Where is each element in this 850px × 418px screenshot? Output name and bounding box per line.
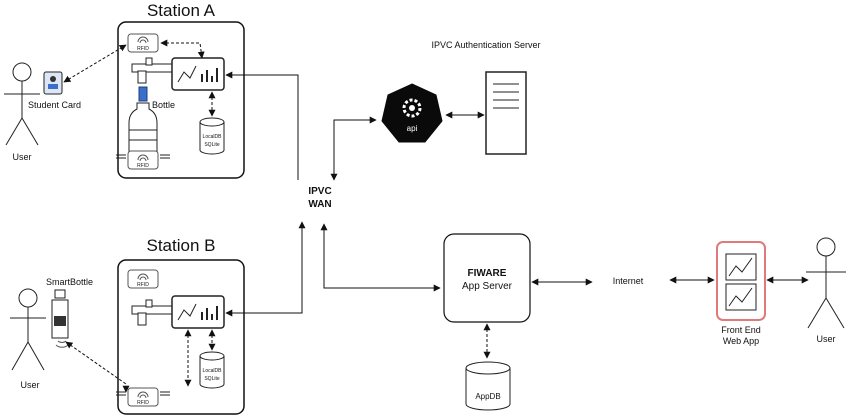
- appdb: AppDB: [465, 361, 511, 411]
- fiware-app-server: FIWARE App Server: [443, 233, 531, 323]
- frontend-label-line1: Front End: [721, 325, 761, 335]
- server-document-icon: [485, 71, 527, 155]
- internet-label: Internet: [613, 276, 644, 286]
- bottle-label: Bottle: [152, 100, 175, 110]
- user-bottom-left-label: User: [20, 380, 39, 390]
- auth-server: IPVC Authentication Server api: [381, 40, 541, 155]
- station-a-rfid-reader-top: RFID: [127, 33, 159, 53]
- station-a-rfid-label-top: RFID: [137, 46, 149, 52]
- student-card-icon: [43, 71, 63, 95]
- station-a-title: Station A: [147, 1, 216, 20]
- frontend-web-app: Front End Web App: [716, 241, 766, 346]
- bottle-icon: [128, 86, 158, 156]
- gear-icon: [402, 98, 422, 118]
- wan-label-line1: IPVC: [308, 186, 331, 197]
- station-a-monitor-icon: [171, 57, 225, 91]
- auth-server-title: IPVC Authentication Server: [431, 40, 540, 50]
- ipvc-wan: IPVC WAN: [308, 186, 331, 210]
- frontend-label-line2: Web App: [723, 336, 759, 346]
- station-b-db-label-1: LocalDB: [203, 368, 223, 374]
- smartbottle-rfid-link: [65, 341, 130, 393]
- user-bottom-left: User SmartBottle: [10, 277, 130, 393]
- station-a-localdb-icon: [199, 117, 225, 155]
- fiware-label-line1: FIWARE: [468, 268, 507, 279]
- user-figure-icon: [4, 62, 40, 146]
- station-b-rfid-label-bottom: RFID: [137, 400, 149, 406]
- appdb-label: AppDB: [475, 392, 500, 401]
- station-a: Station A RFID: [116, 1, 245, 179]
- user-right-label: User: [816, 334, 835, 344]
- station-a-wan-link: [225, 71, 299, 180]
- user-figure-icon: [806, 237, 846, 329]
- wan-fiware-link: [320, 223, 441, 292]
- database-icon: [465, 361, 511, 411]
- station-b-monitor-icon: [171, 295, 225, 329]
- station-b-title: Station B: [147, 236, 216, 255]
- card-rfid-link: [63, 44, 127, 83]
- smartbottle-label: SmartBottle: [46, 277, 93, 287]
- station-a-rfid-reader-bottom: RFID: [116, 150, 170, 170]
- fiware-label-line2: App Server: [462, 281, 513, 292]
- station-a-faucet-icon: [131, 57, 173, 84]
- station-b-rfid-label-top: RFID: [137, 282, 149, 288]
- user-figure-icon: [10, 288, 46, 371]
- station-b-wan-link: [225, 221, 306, 317]
- api-heptagon: [381, 83, 443, 143]
- student-card-label: Student Card: [28, 100, 81, 110]
- station-b-db-label-2: SQLite: [204, 376, 220, 382]
- user-top-left-label: User: [12, 152, 31, 162]
- station-b-rfid-reader-top: RFID: [127, 269, 159, 289]
- wan-label-line2: WAN: [308, 199, 331, 210]
- station-a-db-label-1: LocalDB: [203, 134, 223, 140]
- smartbottle-icon: [51, 289, 69, 348]
- wan-api-link: [330, 116, 377, 181]
- station-a-rfid-monitor-link: [160, 39, 205, 59]
- station-a-rfid-label-bottom: RFID: [137, 163, 149, 169]
- station-b-box: [117, 259, 245, 415]
- fiware-box: [443, 233, 531, 323]
- user-right: User: [806, 237, 846, 344]
- station-b: Station B RFID LocalDB SQLite: [116, 236, 245, 415]
- station-b-rfid-reader-bottom: RFID: [116, 387, 170, 407]
- station-a-db-label-2: SQLite: [204, 142, 220, 148]
- station-b-faucet-icon: [131, 299, 173, 326]
- api-label: api: [407, 124, 418, 133]
- user-top-left: User Student Card: [4, 44, 127, 162]
- station-b-localdb-icon: [199, 351, 225, 389]
- smartphone-icon: [716, 241, 766, 321]
- station-a-box: [117, 21, 245, 179]
